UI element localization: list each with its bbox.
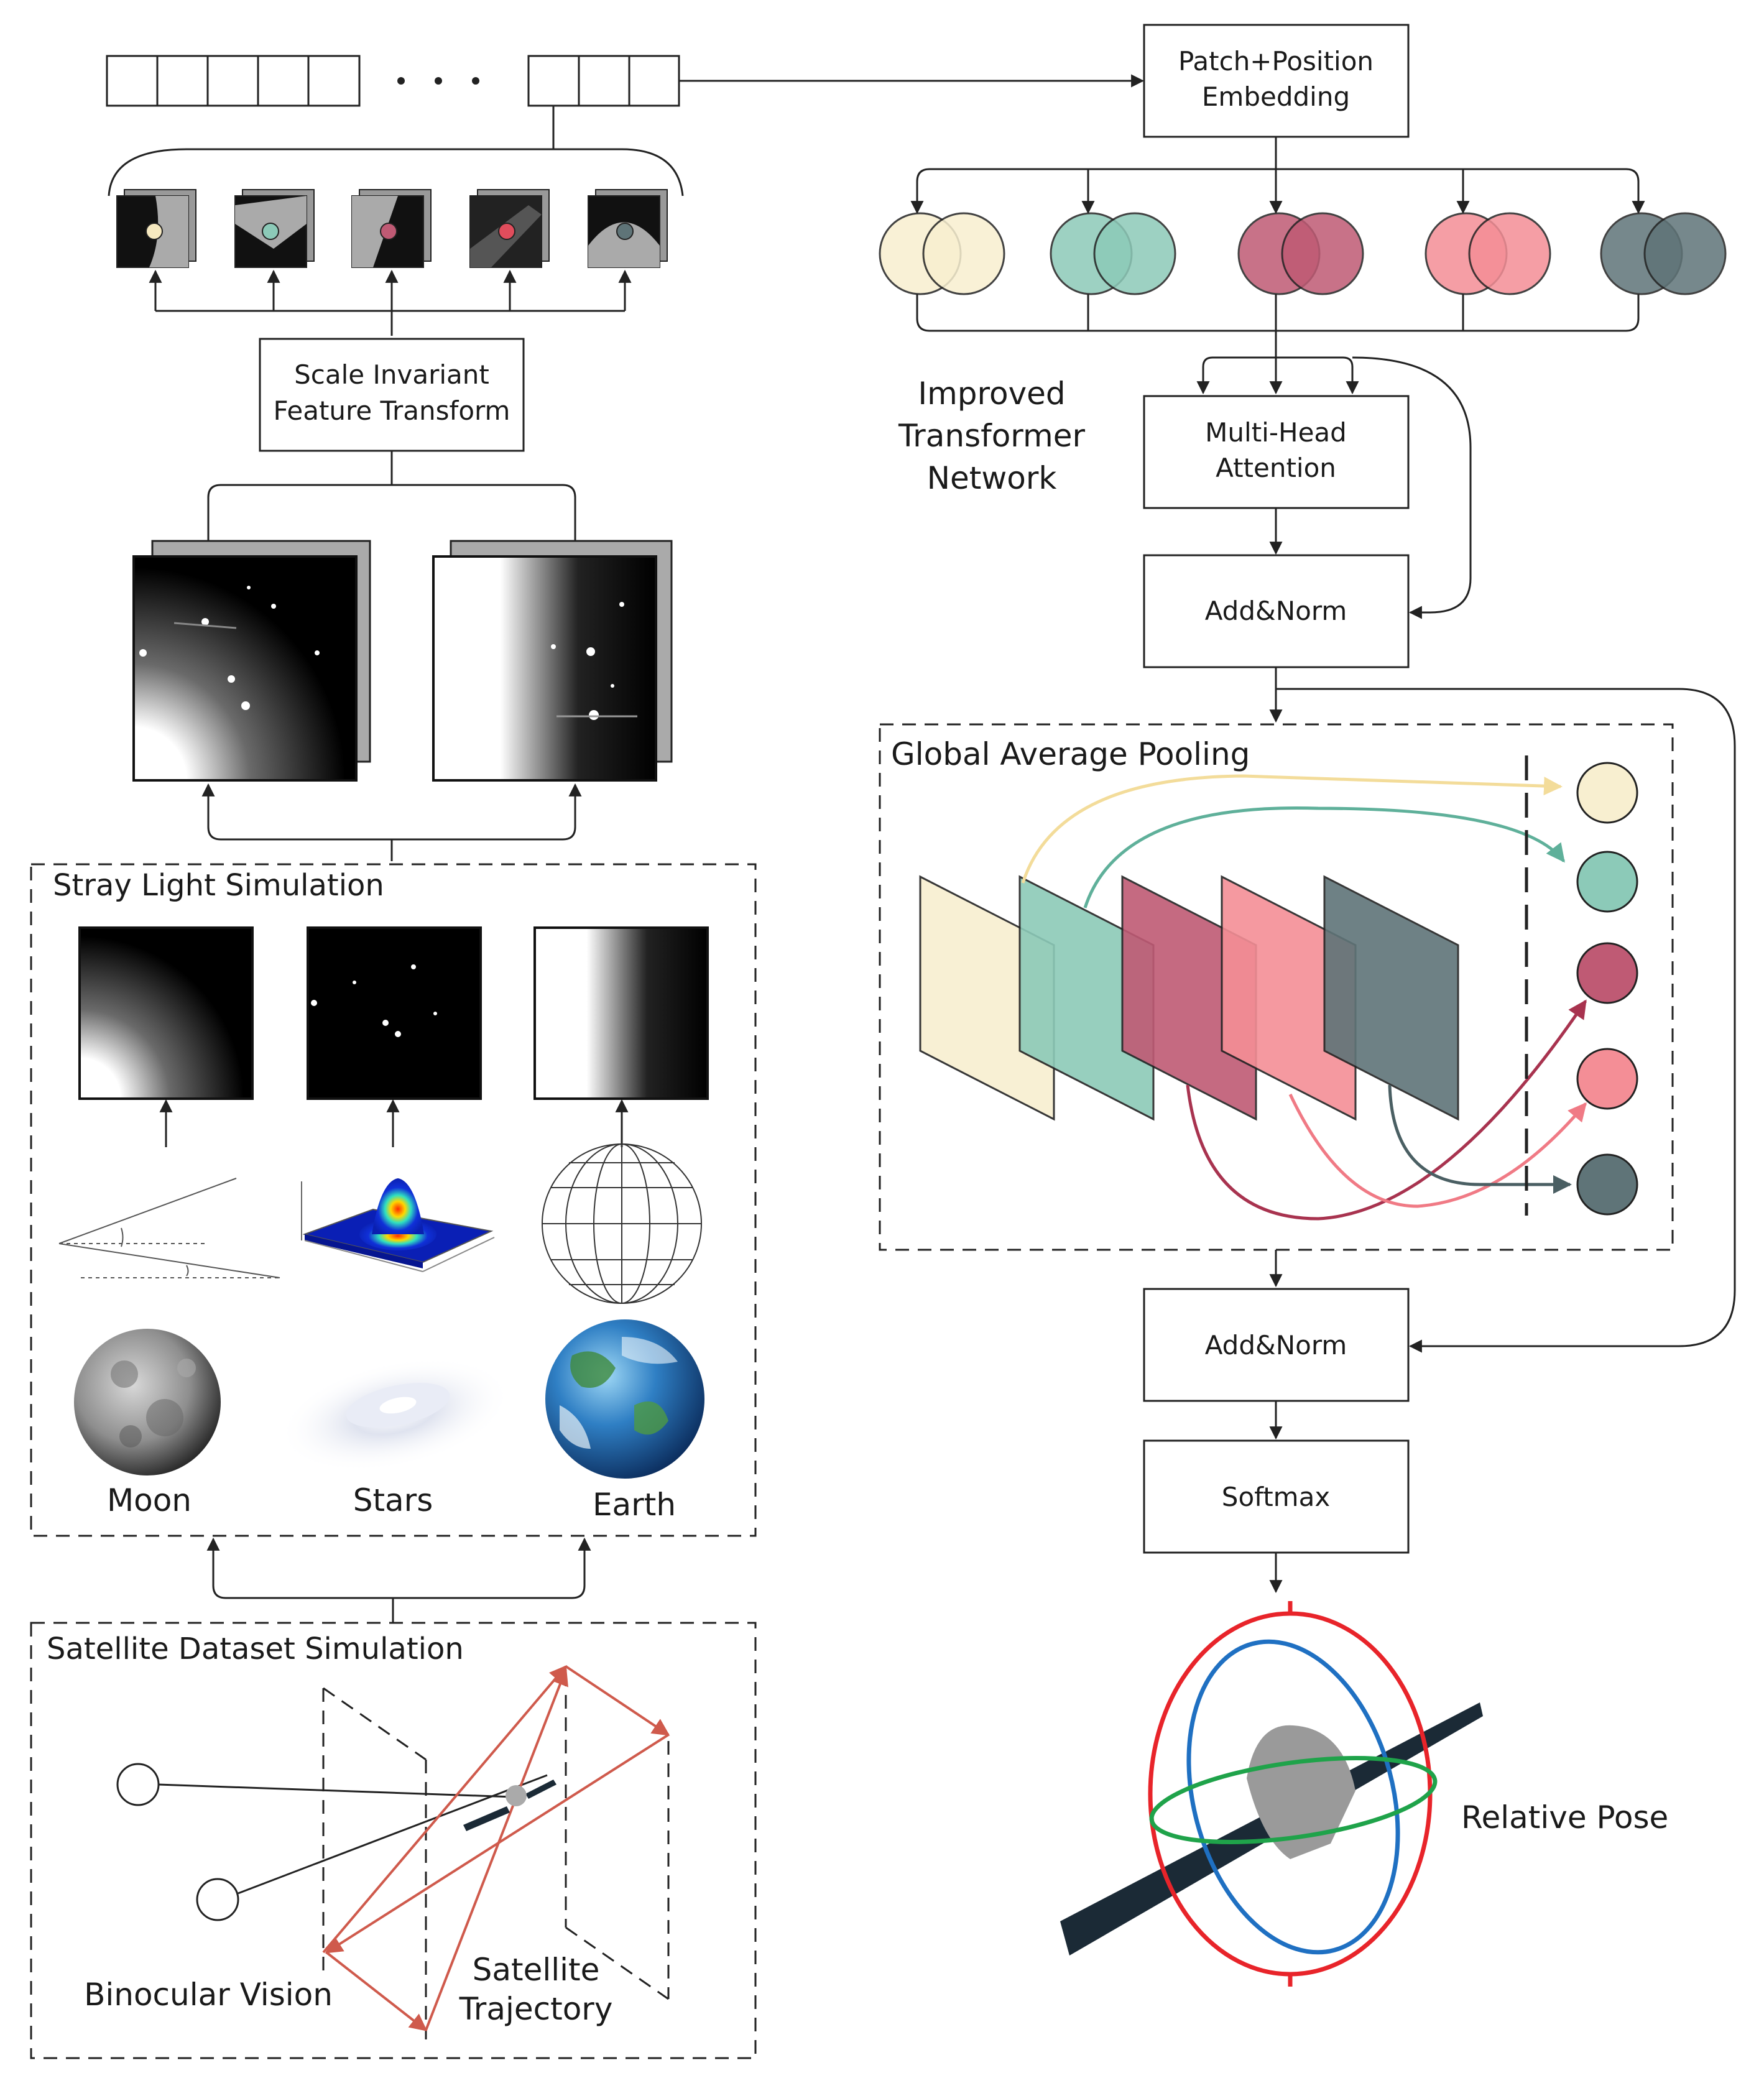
patch-embedding-label-2: Embedding bbox=[1202, 81, 1350, 112]
improved-transformer-label-1: Improved bbox=[918, 376, 1065, 412]
feature-patches bbox=[116, 189, 668, 268]
galaxy-image bbox=[279, 1357, 511, 1472]
token-sequence bbox=[106, 55, 680, 107]
stray-light-title: Stray Light Simulation bbox=[53, 868, 384, 903]
gap-title: Global Average Pooling bbox=[891, 736, 1250, 772]
stars-label: Stars bbox=[353, 1482, 433, 1518]
pose-rings bbox=[1148, 1601, 1438, 1987]
patch-embedding-label-1: Patch+Position bbox=[1178, 46, 1374, 76]
gaussian-surface-plot bbox=[301, 1178, 495, 1272]
moon-label: Moon bbox=[107, 1482, 192, 1518]
stray-light-image-left bbox=[132, 540, 371, 782]
token-circles bbox=[879, 212, 1727, 295]
mha-label-1: Multi-Head bbox=[1205, 417, 1347, 448]
add-norm-1-label: Add&Norm bbox=[1205, 596, 1347, 626]
sift-label-1: Scale Invariant bbox=[294, 359, 489, 390]
sift-label-2: Feature Transform bbox=[274, 395, 510, 426]
satellite-model bbox=[1060, 1702, 1483, 1956]
feature-maps bbox=[919, 875, 1459, 1121]
stray-light-image-right bbox=[432, 540, 673, 782]
patch-embedding-box bbox=[1143, 24, 1410, 138]
geometry-sketch bbox=[58, 1178, 280, 1278]
satellite-trajectory-label-2: Trajectory bbox=[459, 1991, 613, 2027]
mha-label-2: Attention bbox=[1216, 453, 1336, 483]
pooled-tokens bbox=[1576, 762, 1638, 1216]
moon-image bbox=[74, 1329, 221, 1475]
moon-glow-tile bbox=[78, 926, 254, 1100]
improved-transformer-label-3: Network bbox=[927, 460, 1057, 496]
small-satellite bbox=[463, 1780, 556, 1831]
binocular-planes bbox=[322, 1673, 670, 2039]
multi-head-attention-box bbox=[1143, 395, 1410, 509]
earth-glow-tile bbox=[533, 926, 709, 1100]
patch-5 bbox=[588, 189, 668, 268]
patch-1 bbox=[116, 189, 196, 268]
relative-pose-label: Relative Pose bbox=[1461, 1799, 1668, 1836]
pooling-arrows bbox=[1021, 774, 1587, 1221]
satellite-trajectory-label-1: Satellite bbox=[473, 1952, 600, 1988]
binocular-vision-label: Binocular Vision bbox=[84, 1977, 333, 2013]
globe-wireframe-icon bbox=[542, 1143, 702, 1304]
add-norm-1-box bbox=[1143, 554, 1410, 668]
improved-transformer-label-2: Transformer bbox=[898, 418, 1085, 454]
trajectory-lines bbox=[322, 1665, 670, 2031]
patch-3 bbox=[351, 189, 432, 268]
patch-2 bbox=[234, 189, 315, 268]
stars-tile bbox=[307, 926, 482, 1100]
satellite-dataset-panel bbox=[30, 1622, 757, 2059]
stray-light-panel bbox=[30, 863, 757, 1537]
earth-image bbox=[545, 1319, 704, 1479]
patch-4 bbox=[469, 189, 550, 268]
add-norm-2-label: Add&Norm bbox=[1205, 1330, 1347, 1360]
sift-box bbox=[259, 338, 525, 452]
satellite-dataset-title: Satellite Dataset Simulation bbox=[47, 1632, 464, 1666]
earth-label: Earth bbox=[593, 1487, 676, 1523]
softmax-label: Softmax bbox=[1222, 1482, 1330, 1512]
camera-icon bbox=[116, 1763, 239, 1921]
